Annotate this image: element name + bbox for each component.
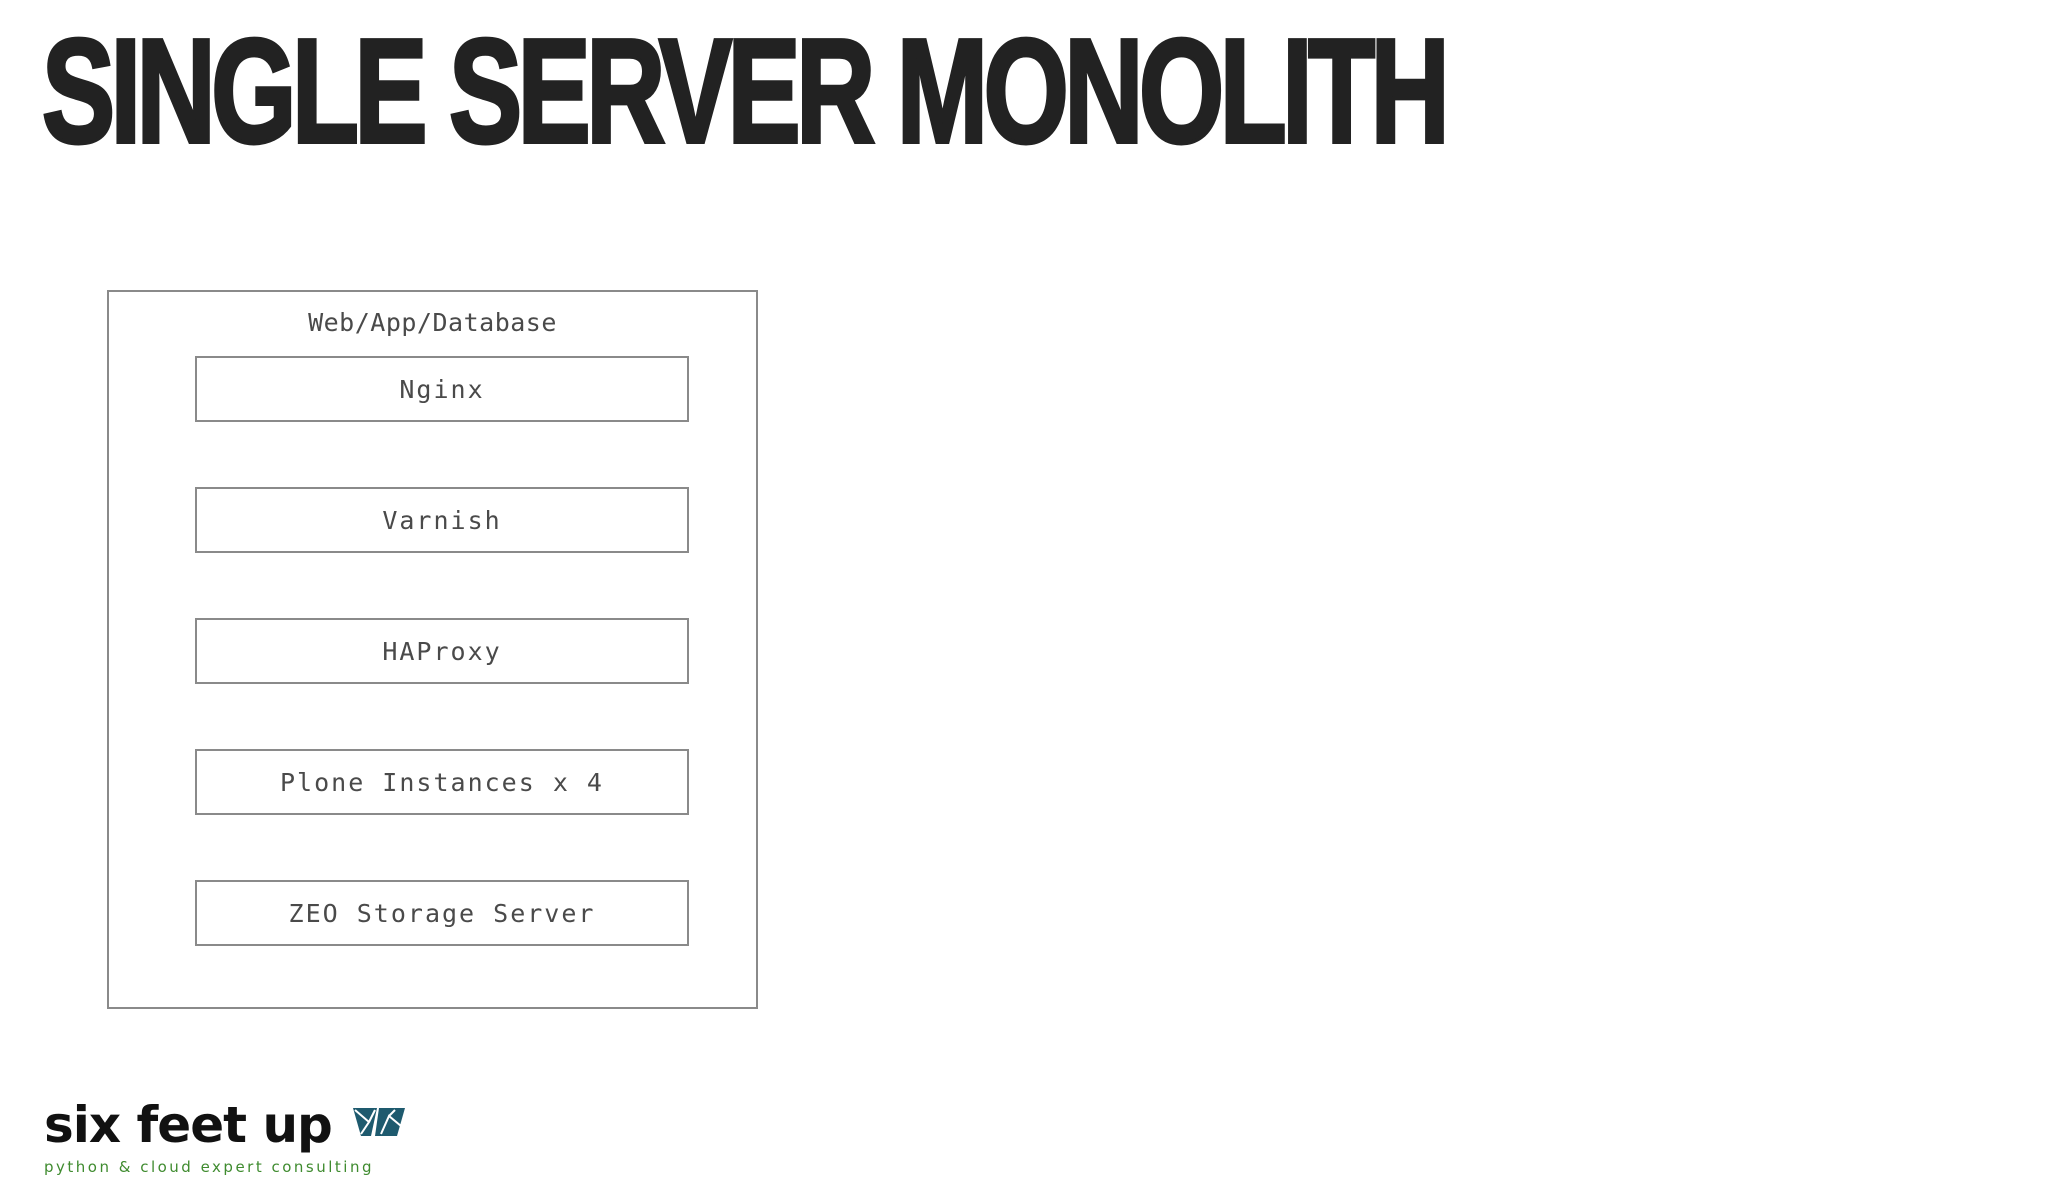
layer-label: HAProxy	[382, 636, 502, 666]
layer-label: Varnish	[382, 505, 502, 535]
plone-instances-layer-box: Plone Instances x 4	[195, 749, 689, 815]
layer-label: Nginx	[399, 374, 485, 404]
logo-tagline: python & cloud expert consulting	[44, 1158, 374, 1176]
zeo-storage-layer-box: ZEO Storage Server	[195, 880, 689, 946]
varnish-layer-box: Varnish	[195, 487, 689, 553]
server-box-label: Web/App/Database	[308, 308, 557, 337]
nginx-layer-box: Nginx	[195, 356, 689, 422]
architecture-diagram: Web/App/Database Nginx Varnish HAProxy P…	[107, 290, 758, 1009]
layer-label: Plone Instances x 4	[280, 767, 604, 797]
logo-mark-icon	[352, 1108, 405, 1136]
six-feet-up-logo: six feet up python & cloud expert consul…	[44, 1100, 407, 1176]
logo-wordmark: six feet up	[44, 1096, 333, 1154]
haproxy-layer-box: HAProxy	[195, 618, 689, 684]
layer-stack: Nginx Varnish HAProxy Plone Instances x …	[195, 356, 689, 946]
web-app-database-server-box	[107, 290, 758, 1009]
slide-title: SINGLE SERVER MONOLITH	[41, 9, 1452, 174]
layer-label: ZEO Storage Server	[288, 898, 596, 928]
